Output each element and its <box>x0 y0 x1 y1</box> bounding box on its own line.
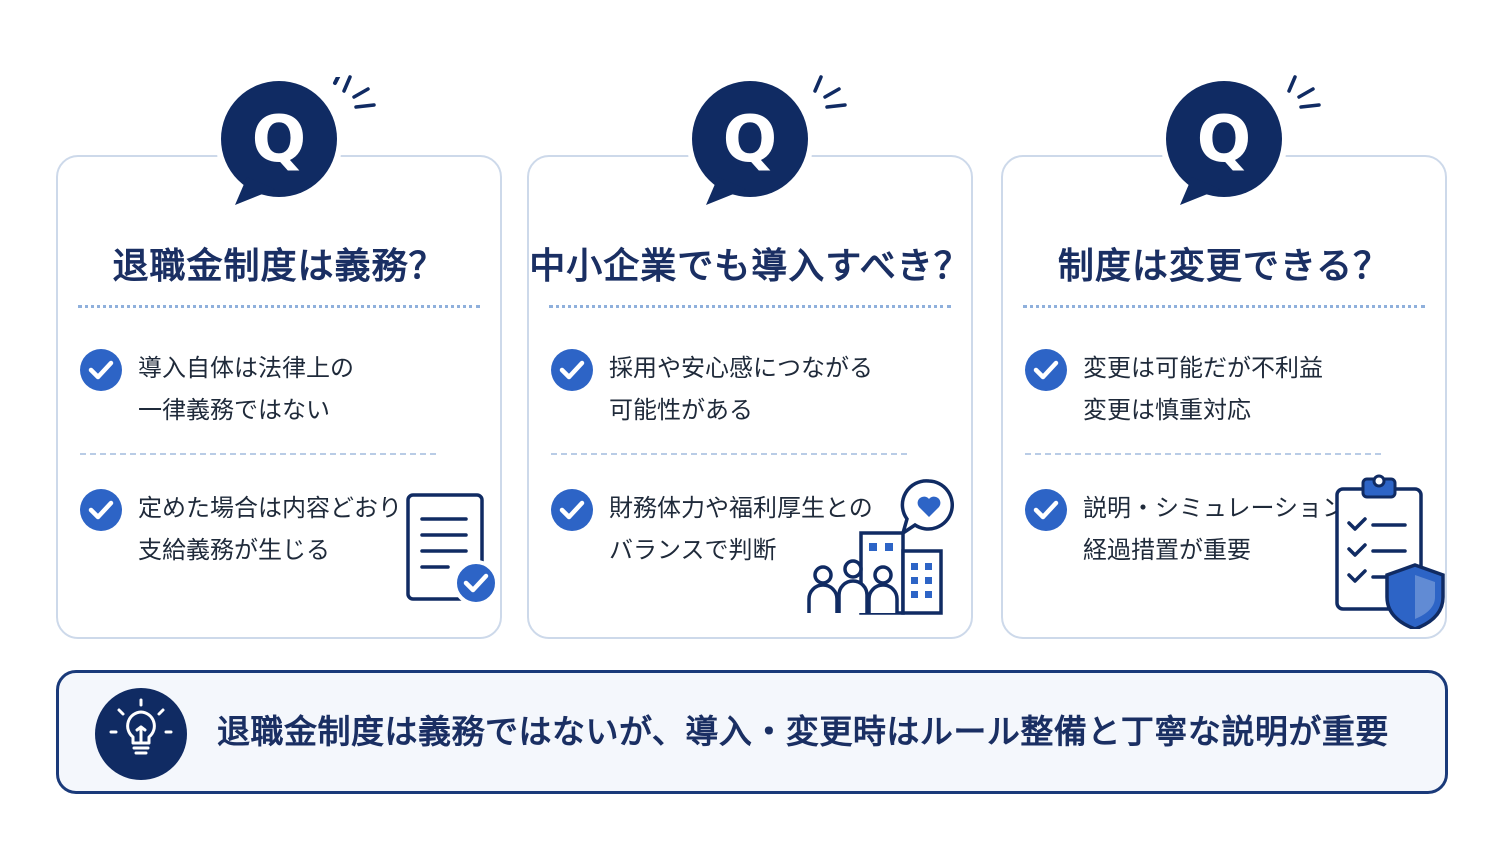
answer-item: 財務体力や福利厚生との バランスで判断 <box>551 487 873 571</box>
faq-card-3: Q 制度は変更できる？ 変更は可能だが不利益 変更は慎重対応 説明・シミュレーシ… <box>1001 75 1447 639</box>
item-divider <box>80 453 436 455</box>
answer-text: 採用や安心感につながる 可能性がある <box>609 354 873 424</box>
title-divider <box>549 305 951 308</box>
card-title: 制度は変更できる？ <box>1057 246 1391 287</box>
answer-text: 定めた場合は内容どおり 支給義務が生じる <box>138 494 402 564</box>
title-divider <box>78 305 480 308</box>
card-title: 中小企業でも導入すべき？ <box>529 246 971 287</box>
q-letter: Q <box>723 103 777 177</box>
check-circle-icon <box>80 489 122 531</box>
q-speech-bubble-icon: Q <box>1162 77 1286 212</box>
summary-text: 退職金制度は義務ではないが、導入・変更時はルール整備と丁寧な説明が重要 <box>217 712 1389 751</box>
sparkle-lines-icon <box>1287 75 1321 109</box>
q-speech-bubble-icon: Q <box>688 77 812 212</box>
summary-banner: 退職金制度は義務ではないが、導入・変更時はルール整備と丁寧な説明が重要 <box>56 670 1448 794</box>
faq-card-1: Q 退職金制度は義務？ 導入自体は法律上の 一律義務ではない 定め <box>56 75 502 639</box>
document-check-icon <box>406 493 499 606</box>
item-divider <box>1025 453 1381 455</box>
answer-item: 定めた場合は内容どおり 支給義務が生じる <box>80 487 402 571</box>
check-circle-icon <box>551 349 593 391</box>
answer-item: 採用や安心感につながる 可能性がある <box>551 347 873 431</box>
sparkle-lines-icon <box>813 75 847 109</box>
check-circle-icon <box>551 489 593 531</box>
answer-item: 導入自体は法律上の 一律義務ではない <box>80 347 354 431</box>
answer-item: 変更は可能だが不利益 変更は慎重対応 <box>1025 347 1323 431</box>
answer-text: 財務体力や福利厚生との バランスで判断 <box>609 494 873 564</box>
item-divider <box>551 453 907 455</box>
q-letter: Q <box>1197 103 1251 177</box>
check-circle-icon <box>80 349 122 391</box>
answer-text: 変更は可能だが不利益 変更は慎重対応 <box>1083 354 1323 424</box>
check-circle-icon <box>1025 489 1067 531</box>
faq-card-2: Q 中小企業でも導入すべき？ 採用や安心感につながる 可能性がある 財務体力や福… <box>527 75 973 639</box>
lightbulb-icon <box>95 688 187 780</box>
title-divider <box>1023 305 1425 308</box>
q-speech-bubble-icon: Q <box>217 77 341 212</box>
sparkle-lines-icon <box>342 75 376 109</box>
answer-text: 説明・シミュレーション・ 経過措置が重要 <box>1083 494 1371 564</box>
q-letter: Q <box>252 103 306 177</box>
answer-item: 説明・シミュレーション・ 経過措置が重要 <box>1025 487 1370 571</box>
answer-text: 導入自体は法律上の 一律義務ではない <box>138 354 354 424</box>
clipboard-shield-icon <box>1335 474 1445 629</box>
check-circle-icon <box>1025 349 1067 391</box>
people-building-heart-icon <box>807 479 954 615</box>
card-title: 退職金制度は義務？ <box>112 246 446 287</box>
